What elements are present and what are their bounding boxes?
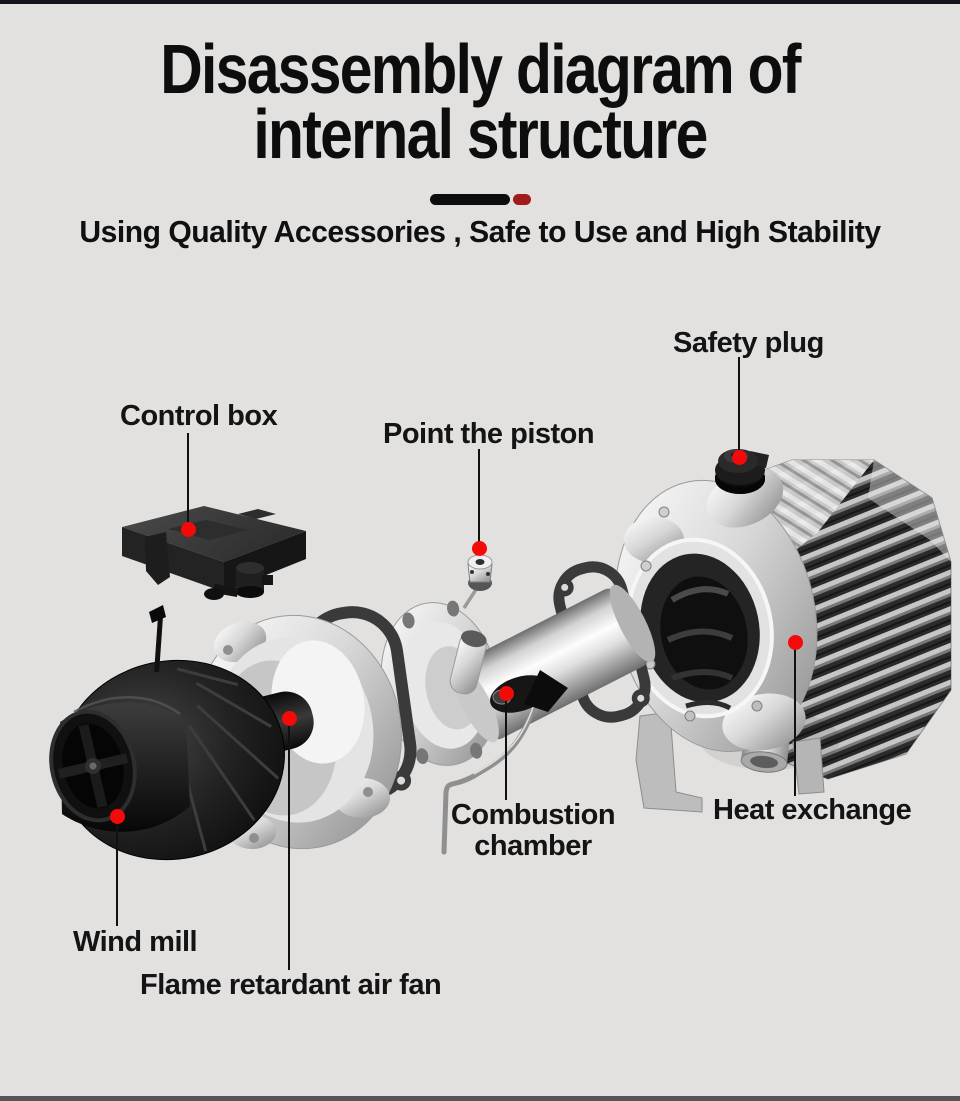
combustion-chamber-leader-line <box>505 693 507 800</box>
combustion-chamber-callout-dot <box>499 686 514 701</box>
safety-plug-leader-line <box>738 357 740 457</box>
point-the-piston-leader-line <box>478 449 480 548</box>
top-border-strip <box>0 0 960 4</box>
label-heat-exchange: Heat exchange <box>713 794 912 826</box>
wind-mill-callout-dot <box>110 809 125 824</box>
divider-dot <box>513 194 531 205</box>
title-line-2: internal structure <box>253 95 708 173</box>
label-wind-mill: Wind mill <box>73 926 198 958</box>
label-flame-retardant-air-fan: Flame retardant air fan <box>140 969 442 1001</box>
flame-retardant-air-fan-callout-dot <box>282 711 297 726</box>
control-box-leader-line <box>187 433 189 529</box>
label-combustion-chamber: Combustion chamber <box>450 799 616 862</box>
wind-mill-impeller <box>49 605 285 861</box>
bottom-border-strip <box>0 1096 960 1101</box>
title-line-1: Disassembly diagram of <box>160 30 801 108</box>
fan-top-pin <box>149 605 166 673</box>
divider-bar <box>430 194 510 205</box>
wind-mill-leader-line <box>116 816 118 926</box>
intake-neck <box>449 630 487 695</box>
heat-exchange-callout-dot <box>788 635 803 650</box>
label-point-the-piston: Point the piston <box>383 418 595 450</box>
label-control-box: Control box <box>120 400 278 432</box>
piston-pin <box>462 554 493 609</box>
heat-exchange-leader-line <box>794 642 796 796</box>
safety-plug-callout-dot <box>732 450 747 465</box>
flame-retardant-air-fan-leader-line <box>288 718 290 970</box>
control-box-part <box>122 506 306 600</box>
label-safety-plug: Safety plug <box>673 327 824 359</box>
control-box-callout-dot <box>181 522 196 537</box>
heat-exchanger-housing <box>614 468 840 813</box>
subtitle: Using Quality Accessories , Safe to Use … <box>79 214 881 249</box>
page-title: Disassembly diagram of internal structur… <box>0 30 960 173</box>
point-the-piston-callout-dot <box>472 541 487 556</box>
